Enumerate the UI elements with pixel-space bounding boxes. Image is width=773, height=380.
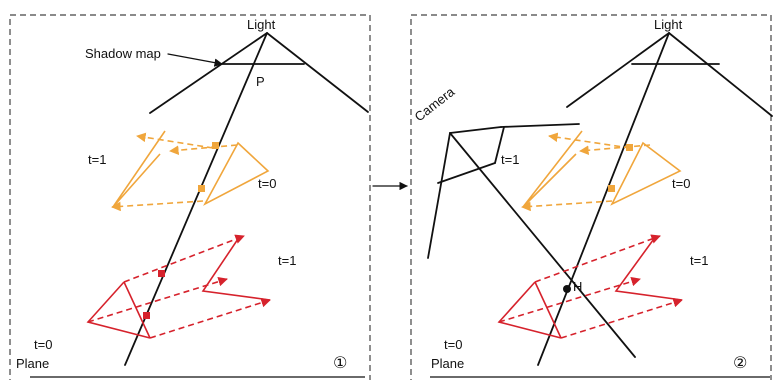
panel-1-light-frustum xyxy=(149,32,369,114)
panel-2-orange-triangle-t0 xyxy=(610,141,682,206)
panel-2-camera-ray xyxy=(449,132,636,358)
panel-2-red-t0-label: t=0 xyxy=(444,337,462,352)
panel-1-number: ① xyxy=(333,355,347,372)
panel-1-orange-t1-label: t=1 xyxy=(88,152,106,167)
panel-1-light-ray xyxy=(124,32,268,366)
panel-1-red-hit-marker xyxy=(158,270,165,277)
panel-2-red-t1-label: t=1 xyxy=(690,253,708,268)
panel-1-red-hit-marker xyxy=(143,312,150,319)
panel-1-orange-triangle-t0 xyxy=(203,141,270,206)
panel-2-orange-hit-marker xyxy=(608,185,615,192)
panel-2-orange-t0-label: t=0 xyxy=(672,176,690,191)
panel-2-orange-motion xyxy=(521,130,682,212)
panel-1-shadow-map-pointer xyxy=(167,53,223,67)
panel-2-frame xyxy=(410,14,772,380)
panel-2: Light Camera H t=1 t=0 t=1 t=0 Plane ② xyxy=(410,14,773,380)
panel-2-light-ray xyxy=(537,32,670,366)
panel-2-hit-point-h xyxy=(563,285,571,293)
panel-2-number: ② xyxy=(733,355,747,372)
panel-2-plane-label: Plane xyxy=(431,356,464,371)
panel-1: Light Shadow map P t=1 t=0 t=1 t=0 Plane… xyxy=(9,14,371,380)
panel-2-red-triangle-t1 xyxy=(614,235,683,301)
panel-1-red-t1-label: t=1 xyxy=(278,253,296,268)
panel-2-point-h-label: H xyxy=(573,279,582,294)
panel-1-orange-hit-marker xyxy=(212,142,219,149)
panel-1-frame xyxy=(9,14,371,380)
panel-2-light-frustum xyxy=(566,32,773,117)
panel-1-plane-label: Plane xyxy=(16,356,49,371)
panel-2-orange-t1-label: t=1 xyxy=(501,152,519,167)
panel-2-orange-hit-marker xyxy=(626,144,633,151)
panel-2-light-label: Light xyxy=(654,17,683,32)
panel-1-light-label: Light xyxy=(247,17,276,32)
panel-2-orange-triangle-t1 xyxy=(522,130,583,208)
panel-1-orange-motion xyxy=(111,130,270,212)
panel-1-orange-triangle-t1 xyxy=(112,130,166,208)
panel-2-camera-frustum xyxy=(427,123,636,358)
panel-1-red-triangle-t1 xyxy=(201,235,271,301)
panel-1-point-p-label: P xyxy=(256,74,265,89)
panel-1-orange-t0-label: t=0 xyxy=(258,176,276,191)
panel-2-camera-label: Camera xyxy=(412,84,458,125)
panel-2-red-motion xyxy=(497,234,683,339)
panel-1-red-t0-label: t=0 xyxy=(34,337,52,352)
panel-1-red-motion xyxy=(86,234,271,339)
panel-1-shadow-map-label: Shadow map xyxy=(85,46,161,61)
panel-1-orange-hit-marker xyxy=(198,185,205,192)
